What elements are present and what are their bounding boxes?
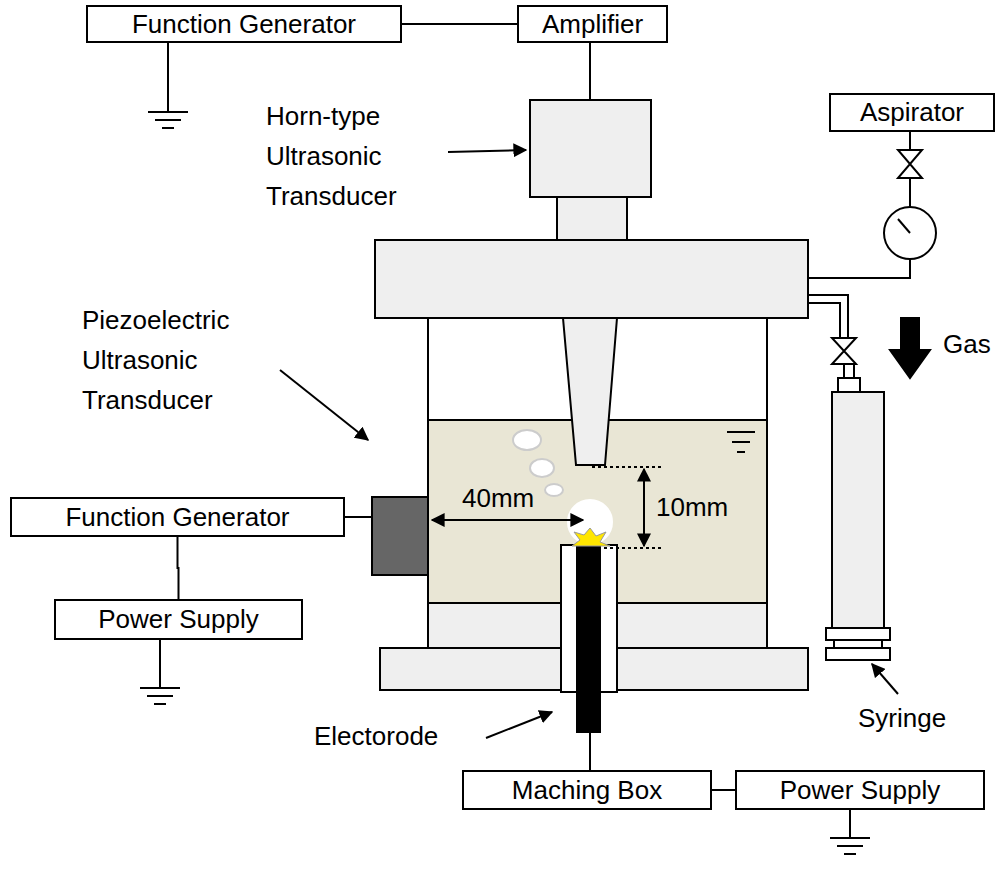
connector-wire	[178, 537, 179, 599]
pipe	[844, 364, 854, 378]
bubble	[530, 459, 554, 477]
dimension-arrow	[432, 519, 583, 521]
valve-symbol	[898, 150, 922, 178]
connector-wire	[712, 789, 735, 791]
part-label: 10mm	[656, 487, 746, 527]
wire	[589, 43, 591, 100]
pipe	[909, 178, 911, 207]
leader-arrow	[448, 150, 526, 152]
chamber-lid	[375, 240, 808, 318]
part-label: Piezoelectric Ultrasonic Transducer	[82, 300, 282, 420]
ground-symbol	[140, 640, 180, 704]
part-label: Electorode	[314, 716, 484, 756]
box-label: Function Generator	[65, 503, 289, 532]
instrument-box: Function Generator	[86, 5, 402, 43]
box-label: Function Generator	[132, 10, 356, 39]
pipe	[808, 303, 840, 338]
horn-transducer	[530, 100, 651, 197]
instrument-box: Aspirator	[829, 93, 995, 132]
bubble	[545, 484, 563, 496]
box-label: Power Supply	[780, 776, 940, 805]
pressure-gauge	[884, 207, 936, 259]
plasma-spark	[572, 528, 610, 546]
instrument-box: Maching Box	[462, 770, 712, 810]
wire	[589, 732, 591, 770]
part-label: Syringe	[858, 698, 968, 738]
syringe-ring	[826, 628, 890, 640]
syringe-ring	[826, 648, 890, 660]
box-label: Power Supply	[98, 605, 258, 634]
gas-flow-arrow	[890, 318, 930, 378]
box-label: Aspirator	[860, 98, 964, 127]
dimension-line	[592, 466, 662, 468]
syringe-plunger	[834, 640, 882, 648]
part-label: 40mm	[462, 478, 562, 518]
leader-arrow	[280, 370, 368, 440]
part-label: Horn-type Ultrasonic Transducer	[266, 96, 446, 216]
ground-symbol	[148, 43, 188, 128]
valve-symbol	[832, 338, 856, 364]
water-level-symbol	[727, 432, 755, 452]
instrument-box: Function Generator	[10, 497, 345, 537]
box-label: Amplifier	[542, 10, 643, 39]
connector-wire	[402, 23, 517, 25]
pipe	[808, 295, 848, 338]
part-label: Gas	[943, 324, 1003, 364]
horn-neck	[557, 197, 627, 240]
leader-arrow	[486, 712, 552, 738]
leader-arrow	[872, 664, 898, 694]
syringe-fitting	[838, 378, 860, 392]
instrument-box: Amplifier	[517, 5, 668, 43]
dimension-line	[592, 547, 662, 549]
piezo-transducer	[372, 497, 428, 575]
instrument-box: Power Supply	[735, 770, 985, 810]
gauge-needle	[898, 219, 910, 233]
electrode-core	[577, 545, 600, 732]
pipe	[808, 259, 910, 278]
horn-tip	[563, 318, 617, 465]
pipe	[909, 132, 911, 150]
syringe-barrel	[832, 392, 884, 628]
dimension-arrow	[643, 469, 645, 546]
wire	[345, 516, 372, 518]
instrument-box: Power Supply	[54, 599, 303, 640]
bubble	[513, 430, 541, 450]
box-label: Maching Box	[512, 776, 662, 805]
ground-symbol	[830, 810, 870, 854]
